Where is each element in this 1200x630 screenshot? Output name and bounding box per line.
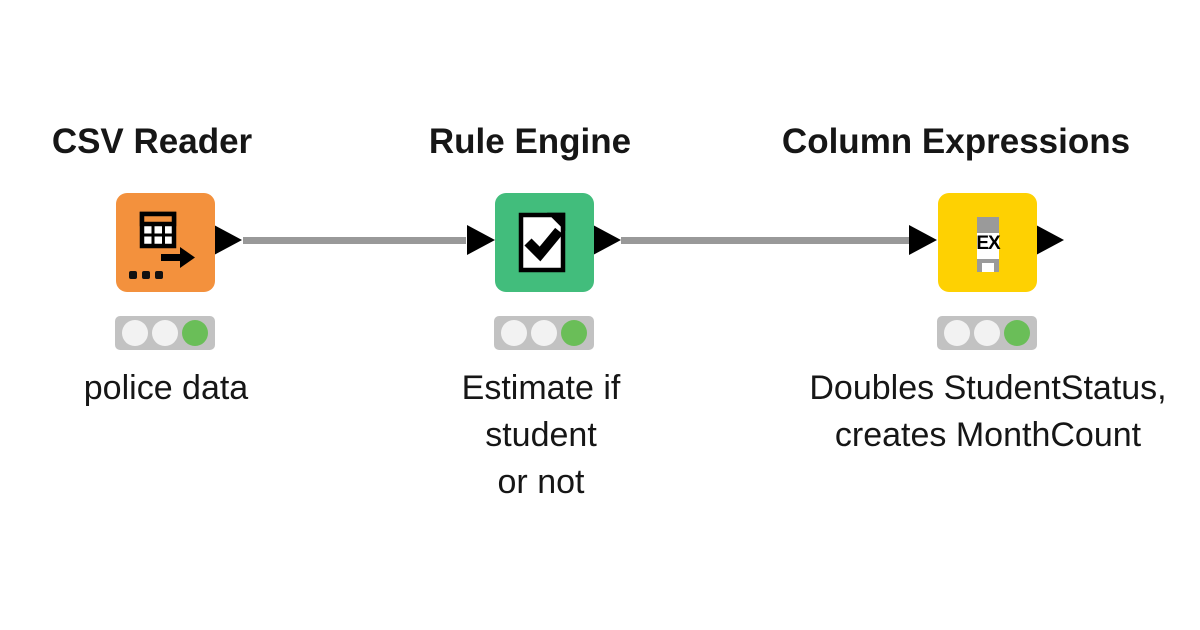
annotation-line: or not [497,463,585,501]
status-light-yellow [531,320,557,346]
node-title-csv-reader[interactable]: CSV Reader [51,122,253,161]
node-annotation-rule-engine[interactable]: Estimate if student or not [462,365,621,506]
status-light-green [1004,320,1030,346]
annotation-line: police data [83,369,249,407]
status-light-red [944,320,970,346]
annotation-line: student [485,416,597,454]
node-title-column-expressions[interactable]: Column Expressions [781,122,1131,161]
node-csv-reader[interactable] [116,193,215,292]
status-traffic-light-csv-reader [115,316,215,350]
input-port-rule-engine[interactable] [467,225,495,255]
annotation-line: creates MonthCount [834,416,1142,454]
output-port-column-expressions[interactable] [1036,225,1064,255]
status-light-green [182,320,208,346]
input-port-column-expressions[interactable] [909,225,937,255]
status-light-green [561,320,587,346]
annotation-line: Doubles StudentStatus, [809,369,1167,407]
status-light-red [122,320,148,346]
output-port-csv-reader[interactable] [214,225,242,255]
node-title-rule-engine[interactable]: Rule Engine [428,122,632,161]
node-annotation-csv-reader[interactable]: police data [84,365,248,412]
status-traffic-light-column-expressions [937,316,1037,350]
node-rule-engine[interactable] [495,193,594,292]
status-light-yellow [974,320,1000,346]
status-traffic-light-rule-engine [494,316,594,350]
node-column-expressions[interactable]: EX [938,193,1037,292]
column-ex-icon: EX [976,217,1002,272]
connection-rule-to-columnexpr[interactable] [621,237,909,244]
status-light-red [501,320,527,346]
table-arrow-icon [129,211,195,279]
status-light-yellow [152,320,178,346]
document-check-icon [518,212,566,273]
output-port-rule-engine[interactable] [593,225,621,255]
annotation-line: Estimate if [461,369,621,407]
connection-csv-to-rule[interactable] [243,237,466,244]
icon-label-ex: EX [976,233,1001,254]
node-annotation-column-expressions[interactable]: Doubles StudentStatus, creates MonthCoun… [809,365,1166,459]
